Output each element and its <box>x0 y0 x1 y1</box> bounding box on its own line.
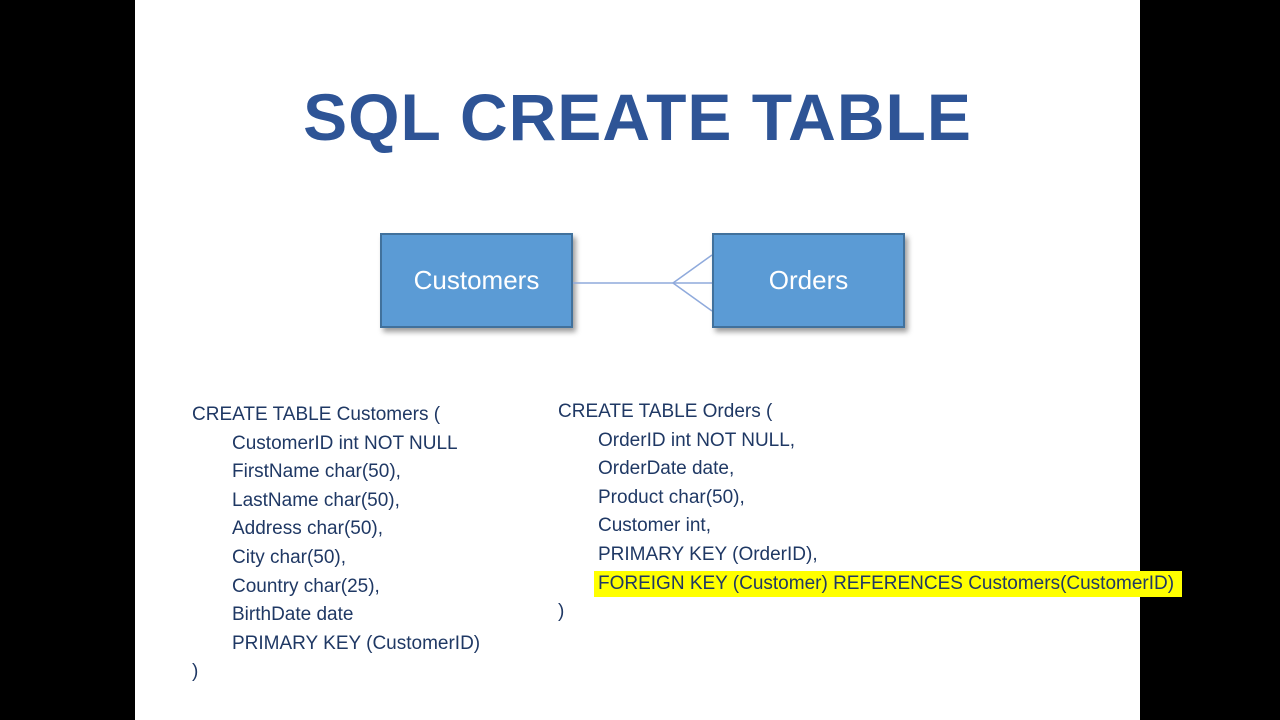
code-line: Address char(50), <box>232 518 384 540</box>
code-line: Country char(25), <box>232 575 380 597</box>
code-line: PRIMARY KEY (CustomerID) <box>232 632 481 654</box>
code-line: OrderDate date, <box>598 458 735 480</box>
code-line: ) <box>558 601 565 623</box>
code-line: CustomerID int NOT NULL <box>232 432 458 454</box>
entity-box-orders: Orders <box>712 233 905 328</box>
code-line: OrderID int NOT NULL, <box>598 429 796 451</box>
code-line: City char(50), <box>232 546 347 568</box>
code-line: ) <box>192 661 199 683</box>
letterbox-left <box>0 0 135 720</box>
code-block-orders: CREATE TABLE Orders ( OrderID int NOT NU… <box>558 398 1183 627</box>
code-line: CREATE TABLE Customers ( <box>192 404 441 425</box>
code-block-customers: CREATE TABLE Customers ( CustomerID int … <box>192 401 480 687</box>
one-to-many-connector <box>573 254 713 312</box>
code-line: FirstName char(50), <box>232 461 401 483</box>
slide: SQL CREATE TABLE Customers Orders CREATE… <box>135 0 1183 720</box>
entity-label-orders: Orders <box>768 265 849 295</box>
entity-label-customers: Customers <box>413 265 540 295</box>
crow-foot-top-prong <box>672 254 713 284</box>
code-line: Customer int, <box>598 515 711 537</box>
entity-box-customers: Customers <box>380 233 573 328</box>
code-line: PRIMARY KEY (OrderID), <box>598 543 818 565</box>
code-line-highlighted: FOREIGN KEY (Customer) REFERENCES Custom… <box>558 570 1183 599</box>
letterbox-right <box>1140 0 1280 720</box>
code-line: BirthDate date <box>232 604 354 626</box>
page-title: SQL CREATE TABLE <box>303 80 972 154</box>
code-line: Product char(50), <box>598 486 745 508</box>
code-line: CREATE TABLE Orders ( <box>558 401 773 422</box>
code-line: LastName char(50), <box>232 489 400 511</box>
crow-foot-bottom-prong <box>672 282 713 312</box>
foreign-key-highlight: FOREIGN KEY (Customer) REFERENCES Custom… <box>594 570 1183 597</box>
